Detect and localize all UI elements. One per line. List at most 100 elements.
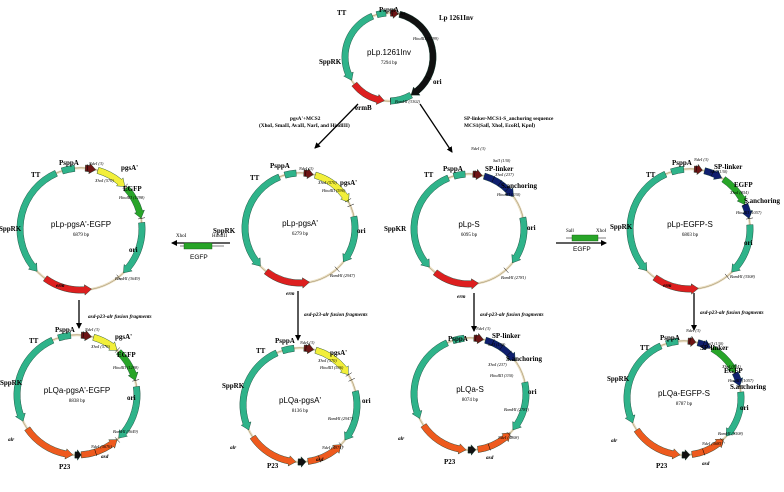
insert-egfp-left: XhoI HindIII EGFP [176,234,227,261]
pgsa-feature [314,346,349,376]
site-tick [94,449,98,456]
lp1261inv-feature [398,10,437,96]
label-ori: ori [528,388,537,396]
label-asd: asd [316,457,324,463]
erm-feature [432,269,479,290]
label-p23: P23 [267,462,279,470]
site-tick [305,344,307,352]
site-hindiii: HindIII (330) [496,192,521,197]
psppa-feature [687,335,697,348]
ori-feature [512,381,530,431]
site-tick [114,437,121,443]
site-xhoi: XhoI (854) [721,364,741,369]
label-ori: ori [740,404,749,412]
site-tick [347,203,355,208]
site-tick [132,379,140,382]
pgsa-feature [96,167,126,187]
plasmid-size: 6279 bp [292,232,309,237]
site-tick [736,385,744,388]
label-spprk: SppRK [607,375,630,383]
pgsa-feature [314,171,350,203]
asd-feature [307,444,342,465]
label-ermb: ermB [355,104,372,112]
ori-feature [731,224,754,273]
label-s-anchoring: S.anchoring [501,182,537,190]
spprk-feature [241,173,281,267]
insert-egfp-right-xhoi: XhoⅠ [596,228,606,234]
label-pgsa: pgsA' [121,164,138,172]
ori-feature [118,385,141,439]
site-tick [695,165,697,173]
ori-feature [344,390,361,441]
asd-feature [691,438,724,458]
site-ndei-2: NdeI (4808) [497,435,519,440]
insert-egfp-left-label: EGFP [190,254,208,261]
label-tt: TT [250,174,260,182]
label-spprk: SppRK [0,225,22,233]
annotation-pgsa-mcs2: pgsA'+MCS2 [290,116,321,122]
label-ori: ori [527,224,536,232]
alr-feature [24,426,74,460]
label-tt: TT [31,171,41,179]
site-tick [506,431,512,438]
site-xhoi: XhoI (237) [487,362,507,367]
p23-feature [74,449,82,461]
label-tt: TT [256,347,266,355]
site-hindiii: HindIII (1298) [112,365,139,370]
label-sp-linker: SP-linker [714,163,742,171]
plasmid-name: pLQa-pgsA' [279,396,321,405]
tt-feature [281,344,295,355]
label-spprk: SppRK [222,382,245,390]
site-ndei: NdeI (3) [475,326,491,331]
spprk-feature [13,336,55,422]
annotation-fusion-left: asd-p23-alr fusion fragments [88,314,152,320]
spprk-feature [16,170,58,272]
site-xhoi: XhoI (237) [494,172,514,177]
label-alr: alr [398,436,405,442]
site-xhoi: XhoI (570) [94,178,114,183]
site-sali: SalI (130) [710,169,728,174]
insert-egfp-right: SalⅠ XhoⅠ EGFP [566,228,606,253]
label-asd: asd [486,455,494,461]
site-hindiii: HindIII (1057) [735,210,762,215]
site-tick [711,169,715,177]
label-pgsa: pgsA' [340,179,357,187]
psppa-feature [472,168,483,181]
site-tick [338,442,345,448]
site-ndei: NdeI (3) [84,327,100,332]
erm-feature [652,274,699,295]
label-s-anchoring: S.anchoring [744,197,780,205]
site-ndei: NdeI (3) [299,340,315,345]
label-ori: ori [744,239,753,247]
label-tt: TT [424,171,434,179]
label-p23: P23 [59,463,71,471]
egfp-feature [710,345,737,374]
label-psppa: PsppA [59,159,79,167]
plasmid-name: pLp-pgsA' [282,219,318,228]
site-hindiii: HindIII (1298) [118,195,145,200]
s-anchoring-feature [741,203,753,219]
site-tick [491,339,495,346]
site-tick [425,76,432,80]
label-sppkr: SppKR [384,225,407,233]
tt-feature [665,337,679,348]
site-tick [487,443,491,451]
label-spprk: SppRK [213,227,236,235]
annotation-fusion-midright: asd-p23-alr fusion fragments [480,312,544,318]
ori-feature [511,216,528,264]
label-egfp: EGFP [117,351,136,359]
site-hindiii: HindIII (330) [489,373,514,378]
sp-linker-feature [696,339,712,350]
plasmid-name: pLQa-S [456,385,484,394]
site-sali: SalI (130) [493,158,511,163]
site-tick [348,378,355,382]
alr-feature [249,434,297,467]
label-sp-linker: SP-linker [485,165,513,173]
insert-egfp-left-hindiii: HindIII [212,234,227,239]
insert-egfp-left-xhoi: XhoI [176,234,187,239]
spprk-feature [623,342,663,424]
annotation-fusion-right: asd-p23-alr fusion fragments [700,310,764,316]
